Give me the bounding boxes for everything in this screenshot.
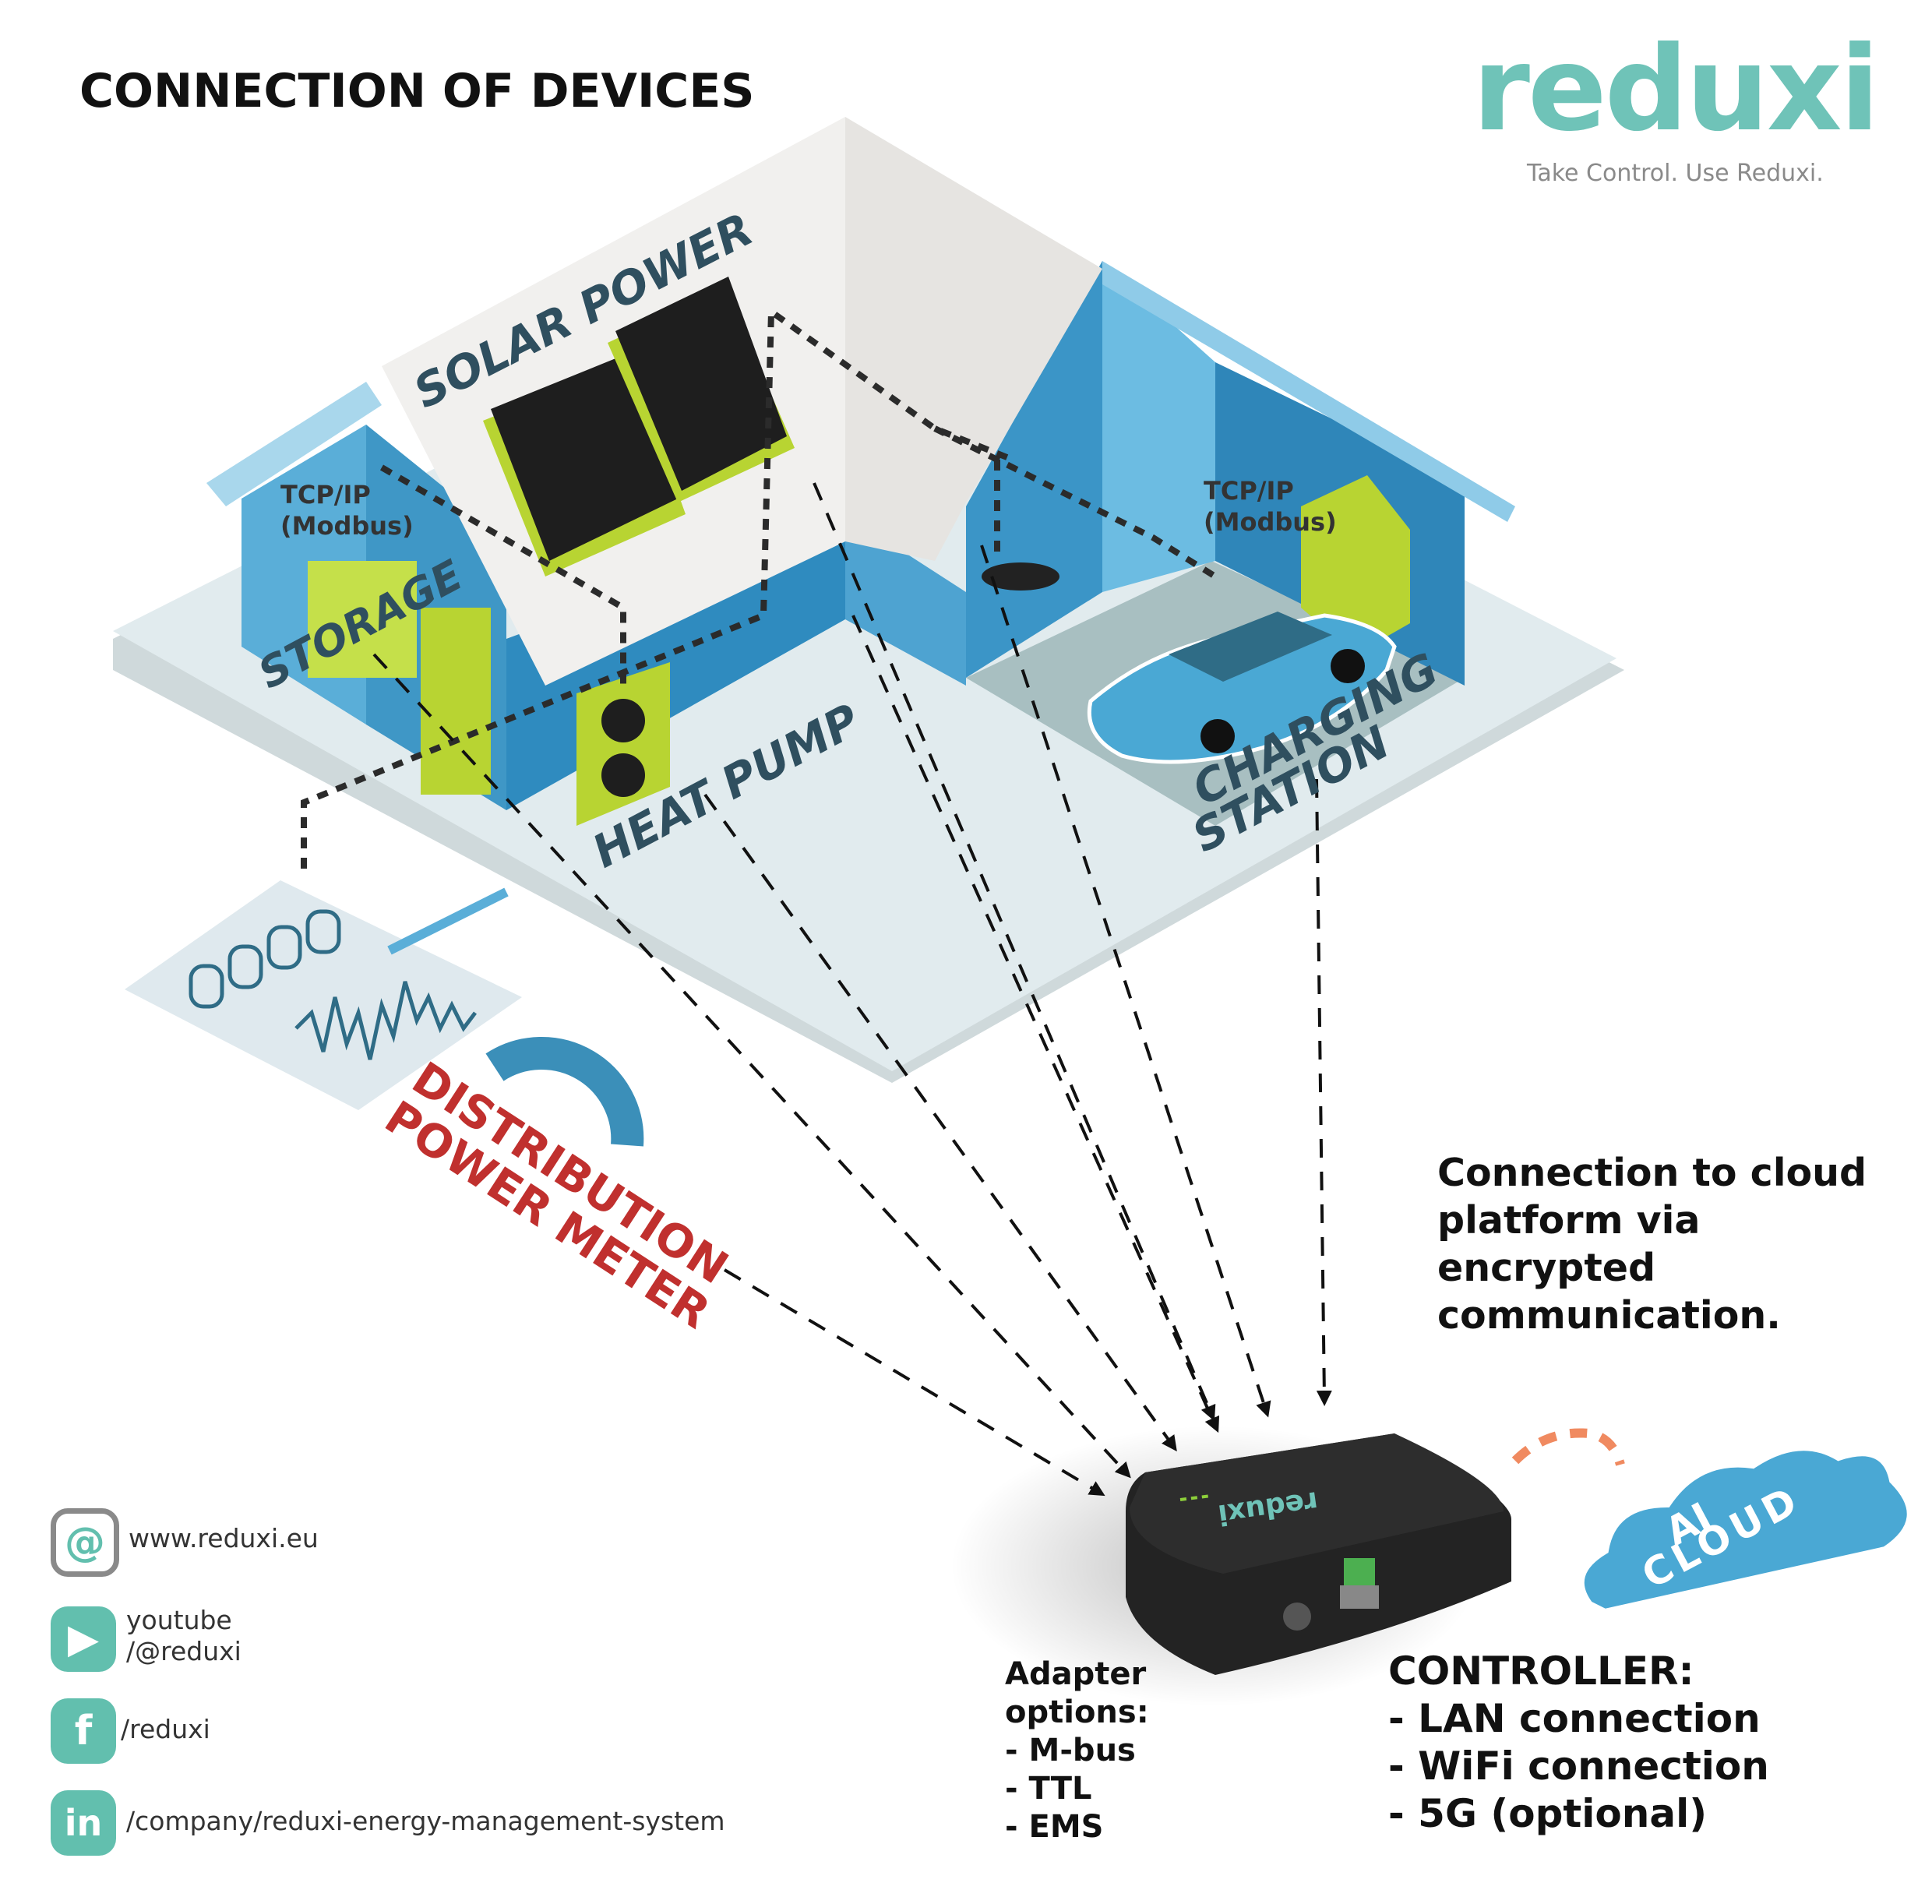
wallbox-unit (1301, 475, 1410, 654)
solar-panel-2 (608, 277, 795, 502)
adapter-item: - TTL (1005, 1771, 1092, 1807)
tcp-ip-left-line1: TCP/IP (280, 480, 371, 509)
controller-features: CONTROLLER: - LAN connection - WiFi conn… (1388, 1648, 1769, 1838)
controller-device (950, 1426, 1511, 1706)
facebook-icon[interactable]: f (51, 1698, 116, 1764)
connection-arrows (372, 482, 1332, 1497)
house-illustration (113, 117, 1624, 1147)
controller-item: - WiFi connection (1388, 1744, 1769, 1789)
cloud-description-line: communication. (1437, 1293, 1781, 1338)
heat-pump-unit (576, 662, 670, 826)
garage-device (982, 562, 1059, 591)
tcp-ip-right-line1: TCP/IP (1204, 476, 1294, 506)
cloud-description-line: Connection to cloud (1437, 1151, 1867, 1195)
at-icon[interactable]: @ (51, 1508, 119, 1577)
controller-heading: CONTROLLER: (1388, 1648, 1694, 1694)
tcp-ip-right-line2: (Modbus) (1204, 507, 1337, 537)
power-meter-panel (125, 880, 522, 1110)
adapter-heading-line1: Adapter (1005, 1656, 1147, 1692)
adapter-item: - M-bus (1005, 1733, 1136, 1768)
meter-arc (485, 1037, 644, 1147)
brand-logo: reduxi (1472, 22, 1880, 157)
cloud-description: Connection to cloud platform via encrypt… (1437, 1149, 1905, 1339)
page-title: CONNECTION OF DEVICES (79, 64, 755, 118)
facebook-link[interactable]: /reduxi (121, 1714, 210, 1744)
electric-car (1087, 612, 1397, 764)
linkedin-link[interactable]: /company/reduxi-energy-management-system (126, 1806, 725, 1836)
website-link[interactable]: www.reduxi.eu (129, 1523, 319, 1553)
center-wall-right (845, 514, 966, 686)
controller-item: - 5G (optional) (1388, 1791, 1708, 1836)
tcp-ip-left-label: TCP/IP (Modbus) (280, 479, 414, 541)
adapter-item: - EMS (1005, 1809, 1104, 1845)
adapter-options: Adapter options: - M-bus - TTL - EMS (1005, 1655, 1149, 1846)
tcp-ip-left-line2: (Modbus) (280, 511, 414, 541)
cloud-description-line: platform via encrypted (1437, 1198, 1701, 1290)
linkedin-icon[interactable]: in (51, 1790, 116, 1856)
youtube-line2: /@reduxi (126, 1636, 242, 1666)
garage-back-wall (1102, 261, 1215, 592)
storage-roof-edge (206, 382, 382, 506)
ai-cloud-badge (1511, 1428, 1915, 1617)
garage-roof-edge (1102, 261, 1515, 522)
controller-item: - LAN connection (1388, 1696, 1761, 1741)
tcp-ip-right-label: TCP/IP (Modbus) (1204, 475, 1337, 538)
youtube-link[interactable]: youtube /@reduxi (126, 1605, 242, 1667)
storage-batteries (308, 561, 491, 795)
adapter-heading-line2: options: (1005, 1694, 1149, 1730)
brand-tagline: Take Control. Use Reduxi. (1527, 160, 1824, 187)
roof-right (845, 117, 1102, 561)
youtube-icon[interactable]: ▶ (51, 1606, 116, 1672)
solar-panel-1 (483, 351, 686, 576)
youtube-line1: youtube (126, 1605, 232, 1635)
house-wiring (301, 305, 1218, 869)
